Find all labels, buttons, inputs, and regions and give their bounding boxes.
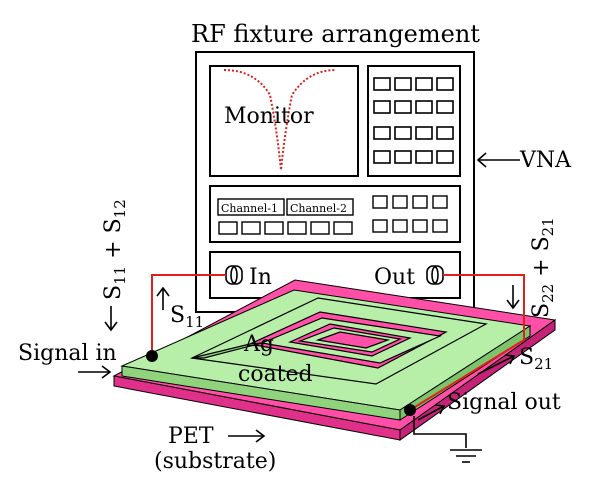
port-out-connector: [426, 265, 444, 285]
ag-coated-label: coated: [238, 362, 313, 387]
channel-1-label: Channel-1: [221, 202, 278, 215]
button-grid: [373, 77, 454, 164]
signal-out-label: Signal out: [447, 390, 561, 415]
channel-2-box: [286, 198, 354, 216]
port-out-label: Out: [374, 265, 415, 290]
signal-out-arrow: [417, 405, 445, 421]
substrate-label: (substrate): [154, 449, 276, 474]
monitor-screen: [209, 65, 359, 177]
port-in-connector: [225, 265, 243, 285]
monitor-trace: [223, 69, 337, 171]
diagram-title: RF fixture arrangement: [191, 20, 480, 48]
ag-label: Ag: [243, 332, 274, 357]
s21-label: S21: [519, 345, 553, 373]
s11-s12-label: S11 + S12: [101, 199, 129, 300]
vna-label: VNA: [519, 148, 572, 173]
trace-out: [409, 274, 525, 411]
signal-out-contact: [404, 404, 416, 416]
signal-in-contact: [146, 350, 158, 362]
monitor-label: Monitor: [224, 104, 314, 129]
channel-1-box: [217, 198, 285, 216]
pet-label: PET: [168, 424, 214, 449]
signal-in-label: Signal in: [18, 341, 117, 366]
s21-arrow: [477, 355, 515, 375]
s11-label: S11: [170, 303, 204, 331]
channel-2-label: Channel-2: [290, 202, 347, 215]
trace-in: [151, 274, 226, 356]
channel-buttons: [218, 195, 448, 235]
port-in-label: In: [249, 265, 272, 290]
resonator-pattern: [189, 297, 488, 385]
pet-substrate-side: [399, 319, 556, 441]
s22-s21-label: S22 + S21: [529, 217, 557, 318]
ground-icon: [413, 416, 482, 463]
